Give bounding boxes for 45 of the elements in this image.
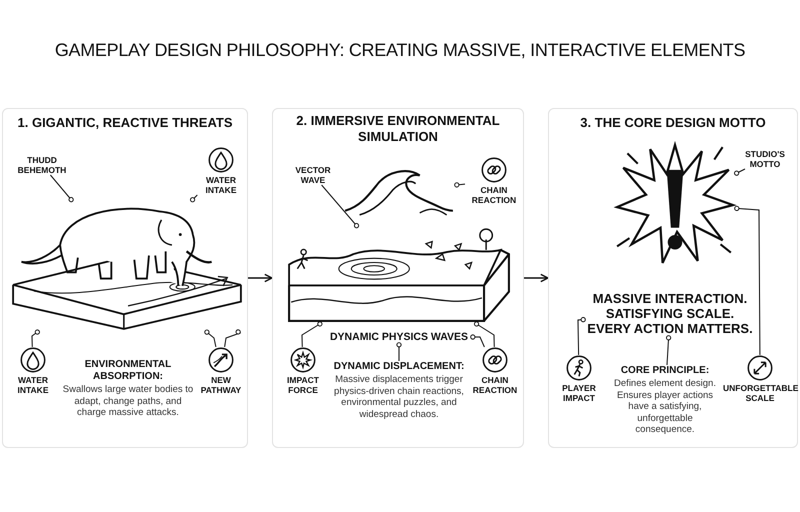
section-panel — [2, 108, 248, 448]
callout-label: STUDIO'S MOTTO — [735, 149, 795, 169]
arrow — [248, 274, 273, 282]
callout-label: THUDD BEHEMOTH — [7, 155, 77, 175]
description-heading: DYNAMIC DISPLACEMENT: — [332, 361, 466, 373]
leader-line — [302, 321, 322, 348]
leader-line — [470, 334, 485, 348]
leader-line — [32, 329, 40, 348]
starburst-drawing — [615, 143, 735, 265]
leader-line — [204, 330, 216, 348]
callout-label: CHAIN REACTION — [470, 185, 518, 205]
leader-line — [396, 342, 402, 362]
leader-line — [50, 174, 74, 202]
leader-line — [454, 182, 466, 188]
callout-label: VECTOR WAVE — [285, 165, 341, 185]
callout-label: CHAIN REACTION — [472, 375, 518, 395]
terrain-block-drawing — [287, 227, 511, 323]
arrow — [524, 274, 549, 282]
callout-label: NEW PATHWAY — [200, 375, 242, 395]
leader-line — [474, 321, 495, 348]
leader-line — [734, 206, 760, 356]
leader-line — [224, 329, 242, 348]
section-panel — [548, 108, 798, 448]
description-heading: CORE PRINCIPLE: — [620, 365, 710, 377]
callout-label: UNFORGETTABLE SCALE — [723, 383, 797, 403]
callout-label: WATER INTAKE — [16, 375, 50, 395]
description-text: Defines element design. Ensures player actions have a satisfying, unforgettable consequence. — [613, 378, 717, 436]
section-heading: 2. IMMERSIVE ENVIRONMENTAL SIMULATION — [295, 113, 501, 145]
section-heading: 1. GIGANTIC, REACTIVE THREATS — [16, 115, 234, 131]
leader-line — [578, 317, 586, 356]
leader-line — [734, 168, 746, 176]
motto-text: MASSIVE INTERACTION. SATISFYING SCALE. EVERY ACTION MATTERS. — [585, 291, 755, 336]
description-heading: ENVIRONMENTAL ABSORPTION: — [84, 359, 172, 383]
section-heading: 3. THE CORE DESIGN MOTTO — [579, 115, 767, 131]
caption: DYNAMIC PHYSICS WAVES — [327, 331, 471, 343]
callout-label: PLAYER IMPACT — [561, 383, 597, 403]
title: GAMEPLAY DESIGN PHILOSOPHY: CREATING MASSIVE, INTERACTIVE ELEMENTS — [54, 40, 746, 61]
description-text: Swallows large water bodies to adapt, change paths, and charge massive attacks. — [62, 384, 194, 418]
callout-label: WATER INTAKE — [204, 175, 238, 195]
description-text: Massive displacements trigger physics-driven chain reactions, environmental puzzles, and widespread chaos. — [333, 374, 465, 420]
callout-label: IMPACT FORCE — [286, 375, 320, 395]
section-panel — [272, 108, 524, 448]
leader-line — [321, 184, 360, 228]
leader-line — [666, 335, 672, 366]
leader-line — [190, 194, 198, 202]
